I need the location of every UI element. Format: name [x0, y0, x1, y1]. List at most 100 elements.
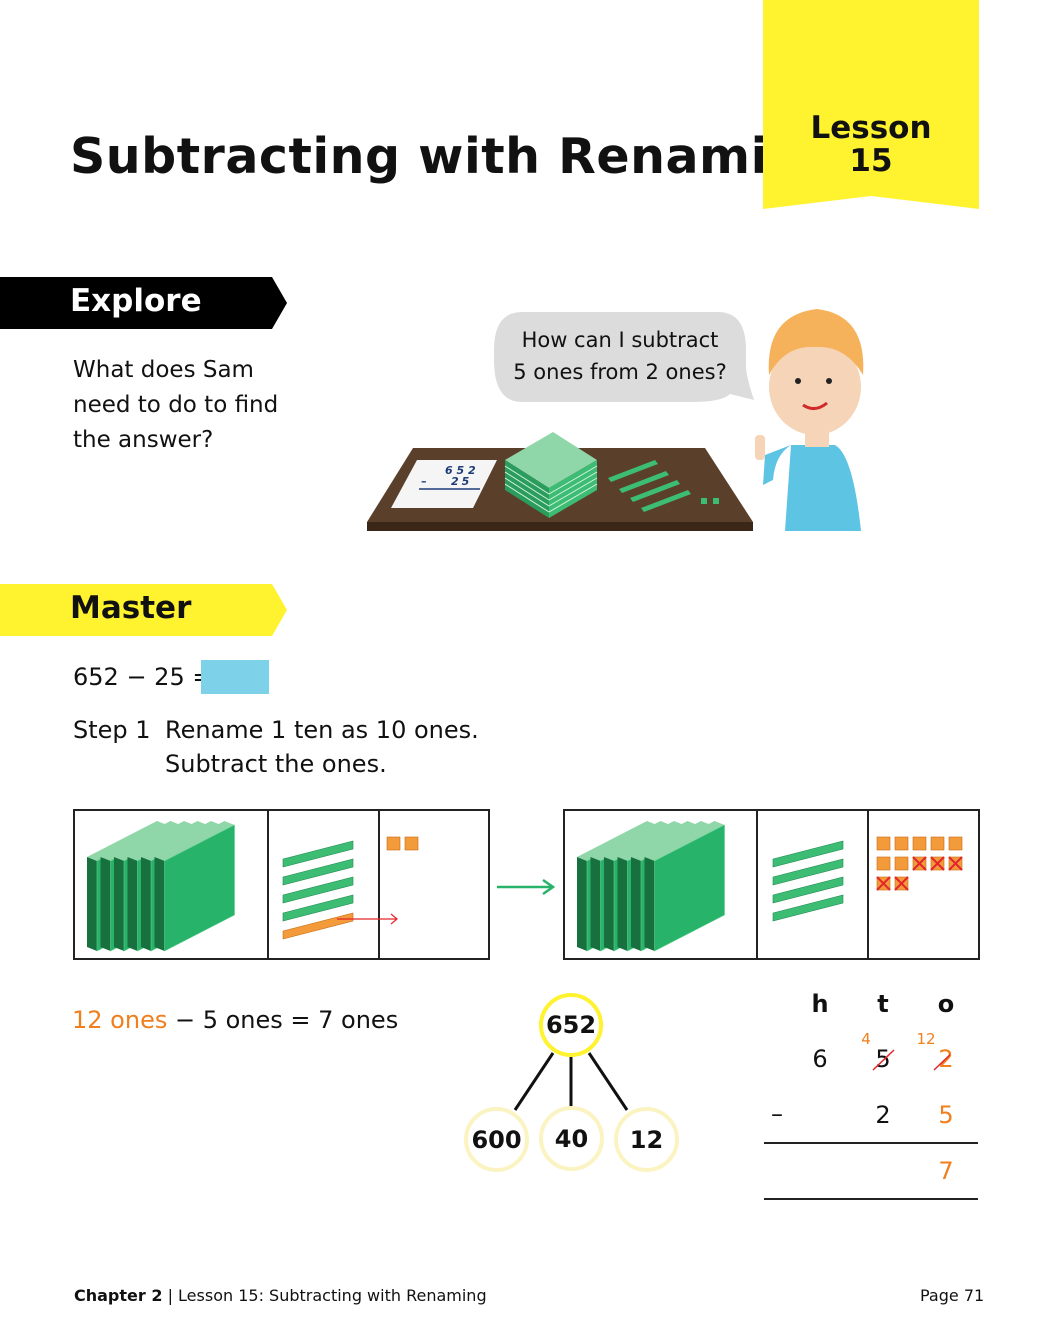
hundred-flat-side [604, 857, 614, 951]
lesson-tab: Lesson 15 [763, 0, 979, 210]
hundred-flat-side [141, 857, 151, 951]
ones-cube [713, 498, 719, 504]
desk-illustration: 6 5 2 – 25 [367, 432, 753, 531]
regroup-tens: 4 [861, 1030, 871, 1048]
after-place-value-chart [563, 809, 980, 960]
tens-rods [608, 460, 691, 512]
lesson-label: Lesson [810, 110, 932, 146]
explore-heading: Explore [70, 283, 202, 319]
page-title: Subtracting with Renaming [70, 128, 839, 185]
desk-edge [367, 522, 753, 531]
digit: 2 [875, 1101, 891, 1129]
cross-out-icon [930, 856, 945, 871]
one-cube [912, 836, 927, 851]
paper-top-number: 6 5 2 [445, 464, 476, 477]
cross-out-icon [894, 876, 909, 891]
hundred-flat-top [127, 821, 208, 861]
digit: 5 [938, 1101, 954, 1129]
result-digit: 7 [938, 1157, 954, 1185]
footer-separator: | [162, 1286, 179, 1305]
paper-operator: – [421, 475, 427, 488]
master-heading: Master [70, 590, 192, 626]
number-bond-part: 12 [614, 1107, 679, 1172]
one-cube [876, 856, 891, 871]
arrow-right-icon [497, 878, 556, 896]
number-bond-whole: 652 [539, 993, 603, 1057]
ten-rod [282, 894, 354, 922]
one-cube [876, 836, 891, 851]
paper [391, 460, 497, 508]
explore-question-line: need to do to find [73, 392, 279, 418]
hundred-flat-side [644, 857, 655, 951]
hundred-flat-side [100, 857, 111, 951]
speech-line: 5 ones from 2 ones? [513, 360, 727, 384]
speech-line: How can I subtract [521, 328, 719, 352]
one-cube [930, 836, 945, 851]
column-header-tens: t [877, 990, 889, 1018]
one-cube [386, 836, 401, 851]
speech-bubble: How can I subtract 5 ones from 2 ones? [492, 310, 754, 403]
sum-line [764, 1198, 978, 1200]
number-bond-part: 40 [539, 1106, 604, 1171]
number-bond-part: 600 [464, 1107, 529, 1172]
explore-question-line: the answer? [73, 427, 214, 453]
sam-character [755, 309, 864, 531]
one-cube [894, 836, 909, 851]
number-bond-lines [513, 1052, 629, 1111]
hundred-flat-side [127, 857, 138, 951]
step-label: Step 1 [73, 716, 151, 744]
one-cube [894, 856, 909, 871]
ten-rod [772, 840, 844, 868]
footer-chapter-label: Chapter 2 [74, 1286, 163, 1305]
one-cube [948, 836, 963, 851]
hundred-flat-top [604, 821, 684, 861]
page-number: Page 71 [920, 1286, 985, 1305]
hundred-flat-top [114, 821, 194, 861]
hundred-flat-side [87, 857, 97, 951]
column-header-ones: o [937, 990, 955, 1018]
eye [826, 378, 832, 384]
answer-box[interactable] [201, 660, 269, 694]
explore-question-line: What does Sam [73, 357, 254, 383]
pointing-hand [755, 435, 765, 460]
rename-arrow-head [390, 913, 398, 925]
explore-banner: Explore [0, 277, 287, 329]
ten-rod-renamed [282, 912, 354, 940]
column-header-hundreds: h [811, 990, 829, 1018]
hundred-flat-top [100, 821, 181, 861]
hundreds-cube-stack [504, 432, 598, 518]
hundred-flat-top [617, 821, 698, 861]
step-instruction: Rename 1 ten as 10 ones. [165, 716, 479, 744]
ten-rod [282, 858, 354, 886]
step-instruction: Subtract the ones. [165, 750, 387, 778]
strike-marks [872, 1049, 950, 1071]
hundred-flat-top [577, 821, 657, 861]
ones-equation-highlight: 12 ones [72, 1006, 168, 1034]
regroup-ones: 12 [916, 1030, 936, 1048]
footer-lesson: Lesson 15: Subtracting with Renaming [178, 1286, 487, 1305]
hundred-flat-side [617, 857, 628, 951]
digit-crossed: 5 [875, 1045, 891, 1073]
hundred-flat-face [654, 824, 725, 952]
hundred-flat-face [164, 824, 235, 952]
hundred-flat-top [154, 821, 235, 861]
hundred-flat-top [590, 821, 671, 861]
hundred-flat-top [141, 821, 221, 861]
ten-rod [772, 876, 844, 904]
cross-out-icon [912, 856, 927, 871]
ten-rod [282, 876, 354, 904]
hundred-flat-side [114, 857, 124, 951]
lesson-number: 15 [849, 143, 893, 179]
hundred-flat-side [154, 857, 165, 951]
eye [795, 378, 801, 384]
ones-equation-rest: − 5 ones = 7 ones [167, 1006, 399, 1034]
sum-line [764, 1142, 978, 1144]
ten-rod [772, 894, 844, 922]
hundred-flat-top [644, 821, 725, 861]
hundred-flat-side [577, 857, 587, 951]
ten-rod [282, 840, 354, 868]
footer-chapter: Chapter 2 | Lesson 15: Subtracting with … [74, 1286, 487, 1305]
before-place-value-chart [73, 809, 490, 960]
ones-cube [701, 498, 707, 504]
